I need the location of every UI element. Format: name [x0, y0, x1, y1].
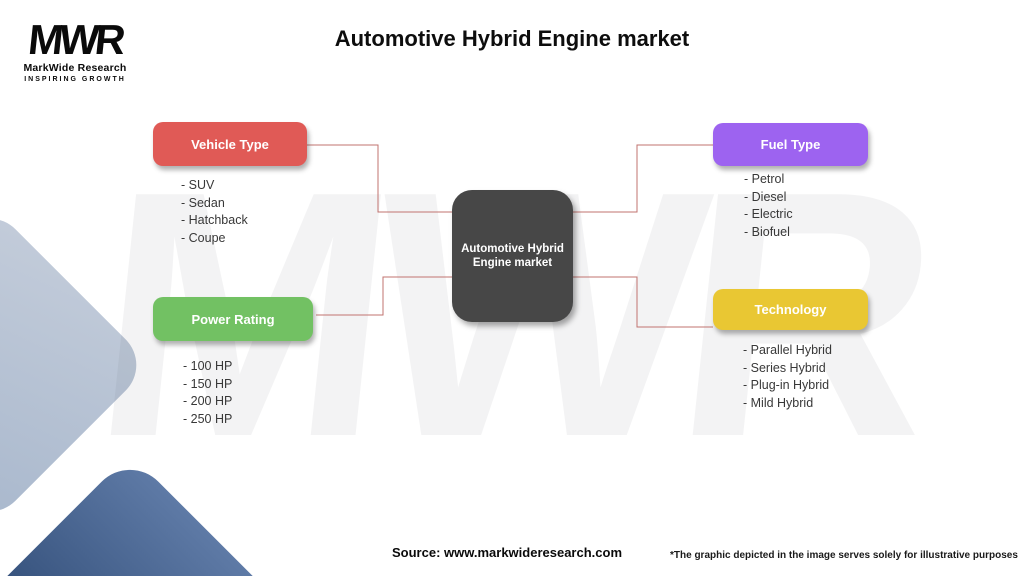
category-header-power-rating: Power Rating [153, 297, 313, 341]
page-title: Automotive Hybrid Engine market [334, 26, 690, 51]
list-item: - Electric [744, 207, 793, 221]
list-item: - Hatchback [181, 213, 248, 227]
connector-vehicle-type [307, 144, 452, 213]
category-list-fuel-type: - Petrol - Diesel - Electric - Biofuel [744, 171, 793, 241]
list-item: - 150 HP [183, 376, 233, 391]
disclaimer-text: *The graphic depicted in the image serve… [670, 550, 1018, 561]
list-item: - Sedan [181, 195, 225, 210]
category-header-vehicle-type: Vehicle Type [153, 122, 307, 166]
list-item: - Series Hybrid [743, 360, 826, 375]
list-item: - Coupe [181, 230, 226, 245]
list-item: - 250 HP [183, 411, 233, 426]
list-item: - 100 HP [183, 359, 233, 373]
category-list-technology: - Parallel Hybrid - Series Hybrid - Plug… [743, 342, 832, 412]
center-node-line1: Automotive Hybrid [461, 243, 564, 255]
category-list-power-rating: - 100 HP - 150 HP - 200 HP - 250 HP [183, 358, 232, 428]
list-item: - Petrol [744, 172, 785, 186]
center-node: Automotive Hybrid Engine market [452, 190, 573, 322]
center-node-line2: Engine market [472, 257, 553, 269]
logo-tagline: INSPIRING GROWTH [24, 76, 126, 83]
connector-technology [572, 276, 713, 328]
category-label: Power Rating [191, 311, 275, 327]
logo-name: MarkWide Research [23, 62, 127, 74]
list-item: - Parallel Hybrid [743, 343, 832, 357]
category-label: Vehicle Type [191, 136, 269, 152]
category-header-technology: Technology [713, 289, 868, 330]
list-item: - SUV [181, 178, 215, 192]
list-item: - 200 HP [183, 394, 233, 408]
category-list-vehicle-type: - SUV - Sedan - Hatchback - Coupe [181, 177, 248, 247]
category-header-fuel-type: Fuel Type [713, 123, 868, 166]
list-item: - Biofuel [744, 224, 790, 239]
brand-logo: MWR MarkWide Research INSPIRING GROWTH [20, 16, 130, 83]
category-label: Fuel Type [760, 137, 821, 152]
connector-power-rating [316, 276, 452, 316]
category-label: Technology [754, 302, 827, 317]
source-text: Source: www.markwideresearch.com [392, 545, 623, 560]
list-item: - Plug-in Hybrid [743, 378, 830, 392]
connector-fuel-type [572, 144, 713, 213]
list-item: - Diesel [744, 189, 787, 204]
list-item: - Mild Hybrid [743, 395, 814, 410]
